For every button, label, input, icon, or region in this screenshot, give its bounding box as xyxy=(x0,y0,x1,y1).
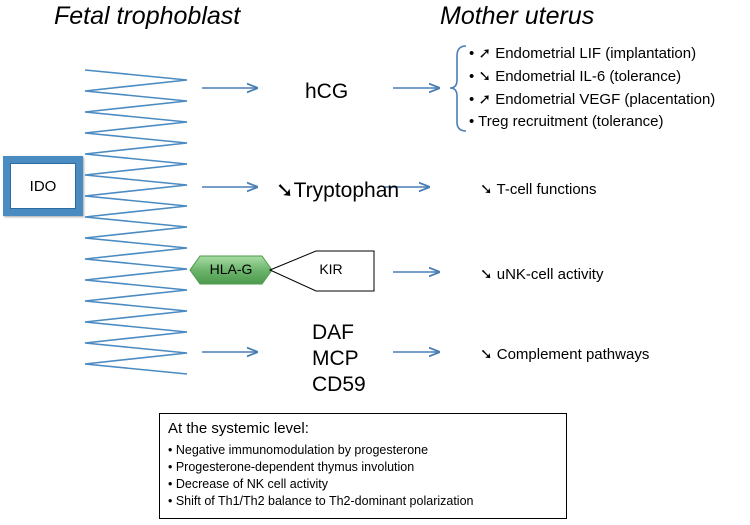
systemic-item: • Negative immunomodulation by progester… xyxy=(168,443,429,457)
complement-effect: ➘ Complement pathways xyxy=(480,345,650,363)
heading-fetal-trophoblast: Fetal trophoblast xyxy=(54,2,241,30)
ido-box: IDO xyxy=(3,156,83,216)
kir-label: KIR xyxy=(319,261,343,277)
hcg-effects-list: • ➚ Endometrial LIF (implantation) • ➘ E… xyxy=(469,42,715,133)
hcg-effect-item: • Treg recruitment (tolerance) xyxy=(469,113,664,130)
regulator-cd59: CD59 xyxy=(312,373,366,396)
decrease-arrow-icon: ➘ xyxy=(478,67,492,85)
complement-regulators: DAF MCP CD59 xyxy=(312,320,366,398)
decrease-arrow-icon: ➘ xyxy=(276,178,294,202)
trophoblast-zigzag xyxy=(84,69,188,375)
hla-g-label: HLA-G xyxy=(209,261,253,277)
ido-label: IDO xyxy=(10,163,76,209)
decrease-arrow-icon: ➘ xyxy=(480,265,493,283)
kir-shape xyxy=(268,250,375,292)
increase-arrow-icon: ➚ xyxy=(478,44,492,62)
systemic-title: At the systemic level: xyxy=(168,420,309,437)
regulator-daf: DAF xyxy=(312,321,354,344)
hcg-effect-item: • ➚ Endometrial VEGF (placentation) xyxy=(469,90,716,108)
regulator-mcp: MCP xyxy=(312,347,359,370)
hcg-effect-item: • ➚ Endometrial LIF (implantation) xyxy=(469,44,697,62)
systemic-item: • Shift of Th1/Th2 balance to Th2-domina… xyxy=(168,494,474,508)
tryptophan-label: ➘Tryptophan xyxy=(276,178,400,202)
systemic-item: • Decrease of NK cell activity xyxy=(168,477,328,491)
decrease-arrow-icon: ➘ xyxy=(480,345,493,363)
systemic-level-box: At the systemic level: • Negative immuno… xyxy=(159,413,567,519)
increase-arrow-icon: ➚ xyxy=(478,90,492,108)
systemic-item: • Progesterone-dependent thymus involuti… xyxy=(168,460,415,474)
unk-effect: ➘ uNK-cell activity xyxy=(480,265,604,283)
hcg-effect-item: • ➘ Endometrial IL-6 (tolerance) xyxy=(469,67,682,85)
tcell-effect: ➘ T-cell functions xyxy=(480,180,597,198)
hcg-label: hCG xyxy=(305,80,349,103)
heading-mother-uterus: Mother uterus xyxy=(440,2,595,30)
effects-brace xyxy=(449,45,467,132)
decrease-arrow-icon: ➘ xyxy=(480,180,493,198)
